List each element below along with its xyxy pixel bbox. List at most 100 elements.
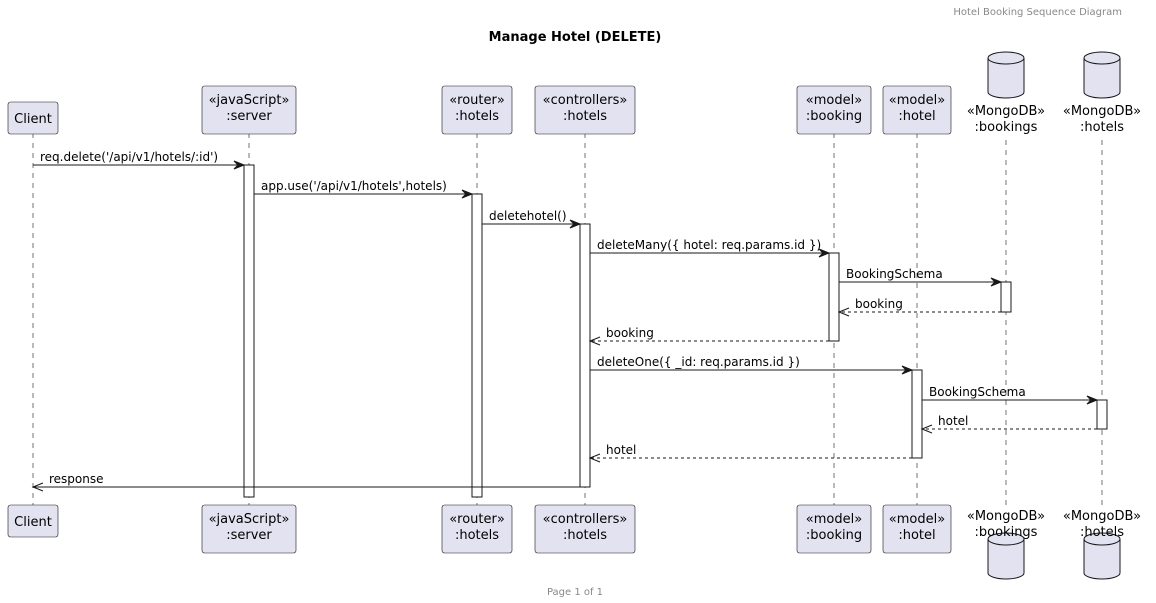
participant-box xyxy=(882,504,952,554)
participant-box xyxy=(7,504,59,538)
participant-label: :hotels xyxy=(563,109,607,124)
diagram-footer: Page 1 of 1 xyxy=(547,587,603,598)
diagram-header: Hotel Booking Sequence Diagram xyxy=(953,7,1122,18)
database-label: :hotels xyxy=(1080,120,1124,135)
activation-model_hotel xyxy=(911,369,923,459)
participant-router-top: «router»:hotels xyxy=(441,85,513,135)
participant-box xyxy=(441,504,513,554)
diagram-title: Manage Hotel (DELETE) xyxy=(489,30,662,45)
participant-label: «javaScript» xyxy=(209,93,290,108)
message-label: booking xyxy=(855,297,903,311)
participant-server-top: «javaScript»:server xyxy=(201,85,297,135)
message-label: booking xyxy=(606,326,654,340)
message-4: deleteMany({ hotel: req.params.id }) xyxy=(590,238,831,258)
message-5: BookingSchema xyxy=(839,267,1003,287)
participant-label: :server xyxy=(226,528,272,543)
participant-label: :server xyxy=(226,109,272,124)
database-label: «MongoDB» xyxy=(1063,509,1141,524)
database-label: :hotels xyxy=(1080,525,1124,540)
participant-controller-bottom: «controllers»:hotels xyxy=(534,504,636,554)
arrowhead-icon xyxy=(818,248,831,258)
participant-box xyxy=(796,504,872,554)
activation-bars xyxy=(243,164,1108,498)
participant-label: :hotels xyxy=(455,109,499,124)
participant-label: :hotel xyxy=(898,109,935,124)
message-label: deleteMany({ hotel: req.params.id }) xyxy=(597,238,821,252)
message-label: hotel xyxy=(938,414,968,428)
participant-controller-top: «controllers»:hotels xyxy=(534,85,636,135)
message-1: req.delete('/api/v1/hotels/:id') xyxy=(33,150,246,170)
message-label: BookingSchema xyxy=(846,267,943,281)
message-label: hotel xyxy=(606,443,636,457)
participant-box xyxy=(201,85,297,135)
message-7: booking xyxy=(588,326,829,346)
participant-label: «router» xyxy=(449,512,505,527)
message-9: BookingSchema xyxy=(922,385,1099,405)
participant-box xyxy=(534,85,636,135)
database-label: «MongoDB» xyxy=(967,104,1045,119)
message-12: response xyxy=(31,472,580,492)
arrowhead-icon xyxy=(901,365,914,375)
participant-label: «controllers» xyxy=(543,93,628,108)
participant-label: «model» xyxy=(806,512,862,527)
message-11: hotel xyxy=(588,443,912,463)
messages: req.delete('/api/v1/hotels/:id') app.use(… xyxy=(31,150,1099,492)
arrowhead-icon xyxy=(233,160,246,170)
participants: ClientClient«javaScript»:server«javaScri… xyxy=(7,51,1141,580)
participant-label: :booking xyxy=(806,528,862,543)
participant-client-top: Client xyxy=(7,101,59,135)
participant-label: :booking xyxy=(806,109,862,124)
participant-server-bottom: «javaScript»:server xyxy=(201,504,297,554)
database-label: «MongoDB» xyxy=(1063,104,1141,119)
participant-box xyxy=(882,85,952,135)
participant-box xyxy=(441,85,513,135)
database-db_bookings-top: «MongoDB»:bookings xyxy=(967,51,1045,135)
participant-label: «model» xyxy=(806,93,862,108)
message-10: hotel xyxy=(920,414,1097,434)
arrowhead-icon xyxy=(1086,395,1099,405)
database-db_hotels-bottom: «MongoDB»:hotels xyxy=(1063,509,1141,580)
activation-router xyxy=(471,193,483,498)
participant-label: «router» xyxy=(449,93,505,108)
arrowhead-icon xyxy=(461,189,474,199)
open-arrowhead-icon xyxy=(837,307,850,317)
open-arrowhead-icon xyxy=(31,482,44,492)
participant-label: Client xyxy=(14,112,52,127)
participant-model_booking-bottom: «model»:booking xyxy=(796,504,872,554)
participant-router-bottom: «router»:hotels xyxy=(441,504,513,554)
participant-label: Client xyxy=(14,515,52,530)
activation-db_hotels xyxy=(1096,399,1108,430)
message-label: BookingSchema xyxy=(929,385,1026,399)
activation-server xyxy=(243,164,255,498)
database-label: :bookings xyxy=(975,120,1038,135)
participant-label: :hotels xyxy=(563,528,607,543)
participant-model_hotel-bottom: «model»:hotel xyxy=(882,504,952,554)
message-label: deletehotel() xyxy=(489,209,567,223)
participant-box xyxy=(534,504,636,554)
database-label: «MongoDB» xyxy=(967,509,1045,524)
arrowhead-icon xyxy=(569,219,582,229)
message-label: req.delete('/api/v1/hotels/:id') xyxy=(40,150,218,164)
participant-label: «model» xyxy=(889,512,945,527)
database-db_bookings-bottom: «MongoDB»:bookings xyxy=(967,509,1045,580)
participant-box xyxy=(201,504,297,554)
activation-controller xyxy=(579,223,591,488)
database-cylinder-icon xyxy=(987,51,1025,99)
participant-model_hotel-top: «model»:hotel xyxy=(882,85,952,135)
database-db_hotels-top: «MongoDB»:hotels xyxy=(1063,51,1141,135)
message-3: deletehotel() xyxy=(482,209,582,229)
participant-box xyxy=(7,101,59,135)
participant-label: «javaScript» xyxy=(209,512,290,527)
activation-model_booking xyxy=(828,252,840,342)
message-8: deleteOne({ _id: req.params.id }) xyxy=(590,355,914,375)
message-label: app.use('/api/v1/hotels',hotels) xyxy=(261,179,447,193)
participant-label: :hotel xyxy=(898,528,935,543)
participant-label: :hotels xyxy=(455,528,499,543)
open-arrowhead-icon xyxy=(588,453,601,463)
message-2: app.use('/api/v1/hotels',hotels) xyxy=(254,179,474,199)
participant-label: «controllers» xyxy=(543,512,628,527)
participant-label: «model» xyxy=(889,93,945,108)
participant-client-bottom: Client xyxy=(7,504,59,538)
arrowhead-icon xyxy=(990,277,1003,287)
